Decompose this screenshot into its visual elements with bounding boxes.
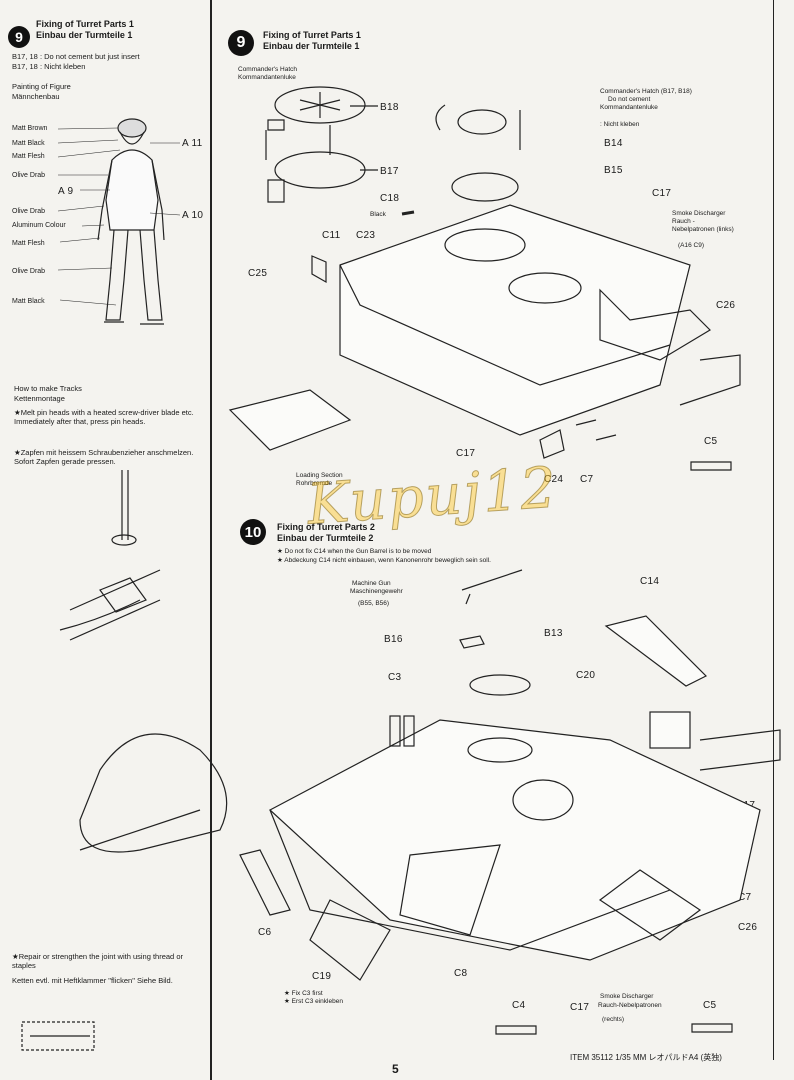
figure-heading-en: Painting of Figure (12, 82, 71, 91)
loading-label: Loading Section (296, 472, 343, 479)
paint-label: Matt Flesh (12, 153, 45, 160)
part-label: C17 (570, 1002, 590, 1013)
tracks-heading-de: Kettenmontage (14, 394, 65, 403)
part-label: A 9 (58, 186, 74, 197)
smoke-label-right: Smoke Discharger (600, 993, 654, 1000)
part-label: C8 (454, 968, 468, 979)
smoke-label-right: Rauch-Nebelpatronen (598, 1002, 662, 1009)
part-label: C7 (738, 892, 752, 903)
part-label: C18 (380, 193, 400, 204)
part-label: A 11 (182, 138, 203, 149)
part-label: C7 (580, 474, 594, 485)
part-label: C20 (576, 670, 596, 681)
item-footer: ITEM 35112 1/35 MM レオパルドA4 (英独) (570, 1053, 722, 1062)
page-number: 5 (392, 1062, 399, 1076)
paint-label: Olive Drab (12, 208, 46, 215)
fix-note: ★ Erst C3 einkleben (284, 998, 343, 1005)
tracks-heading-en: How to make Tracks (14, 384, 82, 393)
part-label: B13 (544, 628, 563, 639)
part-label: C19 (312, 971, 332, 982)
step-badge-left: 9 (8, 26, 30, 48)
repair-text-de: Ketten evtl. mit Heftklammer "flicken" S… (12, 976, 173, 985)
step10-note-en: ★ Do not fix C14 when the Gun Barrel is … (277, 548, 432, 555)
column-divider (210, 0, 212, 1080)
part-label: B15 (604, 165, 623, 176)
part-label: C25 (248, 268, 268, 279)
step10-title-de: Einbau der Turmteile 2 (277, 533, 374, 543)
hatch-label-en: Commander's Hatch (238, 66, 298, 73)
loading-label: Rohrbremde (296, 480, 333, 487)
turret-step9 (228, 104, 741, 471)
part-label: B17 (380, 166, 399, 177)
part-label: C5 (703, 1000, 717, 1011)
hatch-note: Do not cement (608, 96, 651, 103)
right-border (773, 0, 774, 1060)
mg-label: (B55, B56) (358, 600, 390, 607)
part-label: C4 (512, 1000, 526, 1011)
repair-text-en: ★Repair or strengthen the joint with usi… (12, 952, 183, 970)
hatch-parts (265, 86, 378, 203)
smoke-label-left: Rauch - (672, 218, 695, 225)
mg-label: Maschinengewehr (350, 588, 403, 595)
paint-label: Matt Black (12, 140, 45, 147)
left-title-de: Einbau der Turmteile 1 (36, 30, 133, 40)
part-label: B14 (604, 138, 623, 149)
part-label: C17 (652, 188, 672, 199)
part-label: C6 (258, 927, 272, 938)
part-label: C24 (544, 474, 564, 485)
step-badge-10: 10 (240, 519, 266, 545)
part-label: C23 (356, 230, 376, 241)
black-label: Black (370, 211, 386, 218)
hatch-note: : Nicht kleben (600, 121, 640, 128)
part-label: B18 (380, 102, 399, 113)
smoke-label-left: Nebelpatronen (links) (672, 226, 734, 233)
paint-label: Matt Brown (12, 125, 48, 132)
paint-label: Matt Flesh (12, 240, 45, 247)
step9-title-de: Einbau der Turmteile 1 (263, 41, 360, 51)
part-label: B16 (384, 634, 403, 645)
figure-heading-de: Männchenbau (12, 92, 60, 101)
part-label: C26 (738, 922, 758, 933)
left-note-2: B17, 18 : Nicht kleben (12, 62, 86, 71)
smoke-label-left: (A16 C9) (678, 242, 705, 249)
tracks-text-en: ★Melt pin heads with a heated screw-driv… (14, 408, 194, 426)
turret-step10 (239, 569, 781, 1035)
left-title-en: Fixing of Turret Parts 1 (36, 19, 134, 29)
part-label: C26 (716, 300, 736, 311)
paint-label: Aluminum Colour (12, 222, 66, 229)
part-label: C14 (640, 576, 660, 587)
paint-label: Matt Black (12, 298, 45, 305)
hatch-note: Kommandantenluke (600, 104, 658, 111)
paint-label: Olive Drab (12, 172, 46, 179)
left-note-1: B17, 18 : Do not cement but just insert (12, 52, 140, 61)
smoke-label-left: Smoke Discharger (672, 210, 726, 217)
step-badge-9: 9 (228, 30, 254, 56)
tracks-text-de: ★Zapfen mit heissem Schraubenzieher ansc… (14, 448, 194, 466)
part-label: A 10 (182, 210, 204, 221)
part-label: C17 (456, 448, 476, 459)
fix-note: ★ Fix C3 first (284, 990, 323, 997)
mg-label: Machine Gun (352, 580, 391, 587)
part-label: C11 (322, 230, 341, 241)
hatch-note: Commander's Hatch (B17, B18) (600, 88, 692, 95)
step10-note-de: ★ Abdeckung C14 nicht einbauen, wenn Kan… (277, 557, 491, 564)
track-tool (21, 470, 228, 1051)
step9-title-en: Fixing of Turret Parts 1 (263, 30, 361, 40)
part-label: C5 (704, 436, 718, 447)
paint-label: Olive Drab (12, 268, 46, 275)
step10-title-en: Fixing of Turret Parts 2 (277, 522, 375, 532)
smoke-label-right: (rechts) (602, 1016, 625, 1023)
soldier-figure (97, 118, 165, 325)
hatch-label-de: Kommandantenluke (238, 74, 296, 81)
part-label: C3 (388, 672, 402, 683)
